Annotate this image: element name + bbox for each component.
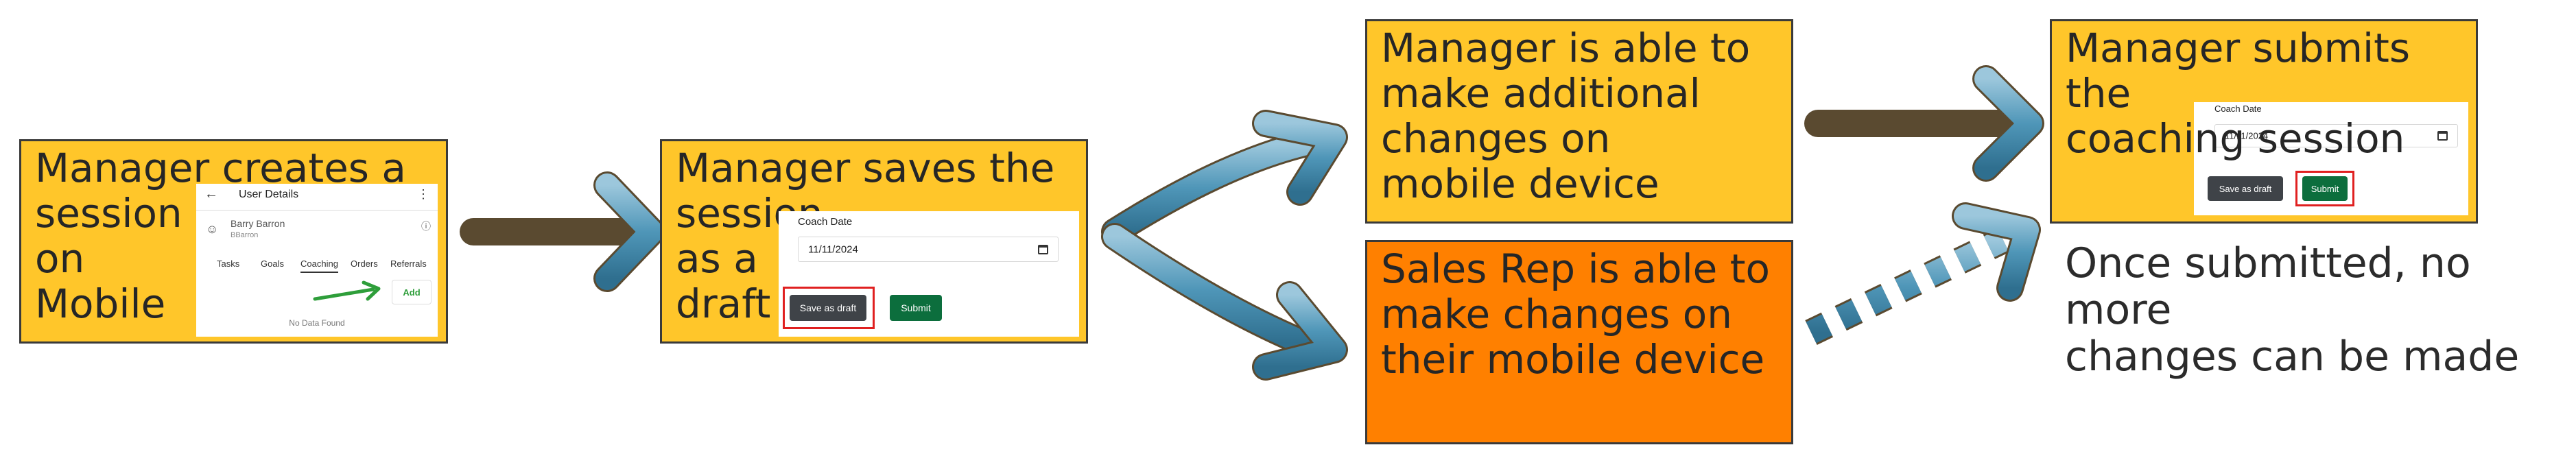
more-vert-icon: ⋮ <box>417 187 429 201</box>
coach-date-label: Coach Date <box>798 216 853 228</box>
user-icon: ☺ <box>206 222 219 236</box>
tab-goals[interactable]: Goals <box>261 259 284 269</box>
arrow-draft-to-manager <box>1101 110 1348 245</box>
tab-referrals[interactable]: Referrals <box>390 259 427 269</box>
step-submit-text: Manager submits the coaching session <box>2066 25 2411 162</box>
coach-date-value-2: 11/11/2024 <box>2225 130 2269 141</box>
right-arrow-icon <box>313 280 381 301</box>
step-manager-changes-text: Manager is able to make additional chang… <box>1381 25 1751 207</box>
step-create-session: Manager creates a session on Mobile ← Us… <box>19 139 448 344</box>
calendar-icon <box>2437 131 2448 141</box>
submit-label-2: Submit <box>2311 183 2339 194</box>
arrow-draft-to-rep <box>1101 223 1348 381</box>
tab-tasks[interactable]: Tasks <box>217 259 240 269</box>
draft-highlight <box>783 287 875 329</box>
arrow-create-to-draft <box>460 171 665 292</box>
coach-date-value: 11/11/2024 <box>808 243 858 255</box>
step-save-draft: Manager saves the session as a draft Coa… <box>660 139 1088 344</box>
tab-coaching[interactable]: Coaching <box>300 259 338 273</box>
save-as-draft-button-2[interactable]: Save as draft <box>2208 176 2283 201</box>
user-username: BBarron <box>231 231 259 239</box>
submit-button[interactable]: Submit <box>890 295 942 321</box>
submit-highlight <box>2295 171 2354 206</box>
add-label: Add <box>403 287 421 298</box>
back-arrow-icon: ← <box>204 187 218 202</box>
screen-title: User Details <box>239 189 299 200</box>
add-button[interactable]: Add <box>392 280 432 304</box>
step-rep-changes-text: Sales Rep is able to make changes on the… <box>1381 245 1771 383</box>
step-manager-changes: Manager is able to make additional chang… <box>1365 19 1793 224</box>
help-icon: ⓘ <box>421 221 431 232</box>
coach-date-field[interactable]: 11/11/2024 <box>798 237 1059 262</box>
coach-form-screenshot-submit: Coach Date 11/11/2024 Save as draft Subm… <box>2194 102 2468 215</box>
tab-orders[interactable]: Orders <box>351 259 378 269</box>
calendar-icon <box>1038 244 1048 254</box>
empty-state-text: No Data Found <box>289 318 345 328</box>
save-as-draft-button[interactable]: Save as draft <box>790 295 866 321</box>
user-name: Barry Barron <box>231 218 285 229</box>
step-rep-changes: Sales Rep is able to make changes on the… <box>1365 240 1793 444</box>
submit-label: Submit <box>901 302 931 313</box>
submit-button-2[interactable]: Submit <box>2302 176 2348 201</box>
arrow-manager-to-submit <box>1804 65 2044 182</box>
step-submit: Coach Date 11/11/2024 Save as draft Subm… <box>2050 19 2478 224</box>
step-create-text: Manager creates a session on Mobile <box>35 145 406 327</box>
arrow-rep-to-submit-dashed <box>1805 202 2041 346</box>
coach-form-screenshot-draft: Coach Date 11/11/2024 Save as draft Subm… <box>779 211 1079 337</box>
submit-note: Once submitted, no more changes can be m… <box>2065 239 2520 381</box>
save-as-draft-label: Save as draft <box>799 302 857 313</box>
coach-date-label-2: Coach Date <box>2214 104 2262 114</box>
user-details-screenshot: ← User Details ⋮ ☺ Barry Barron BBarron … <box>196 184 438 337</box>
save-as-draft-label-2: Save as draft <box>2219 183 2272 194</box>
coach-date-field-2[interactable]: 11/11/2024 <box>2214 124 2458 147</box>
